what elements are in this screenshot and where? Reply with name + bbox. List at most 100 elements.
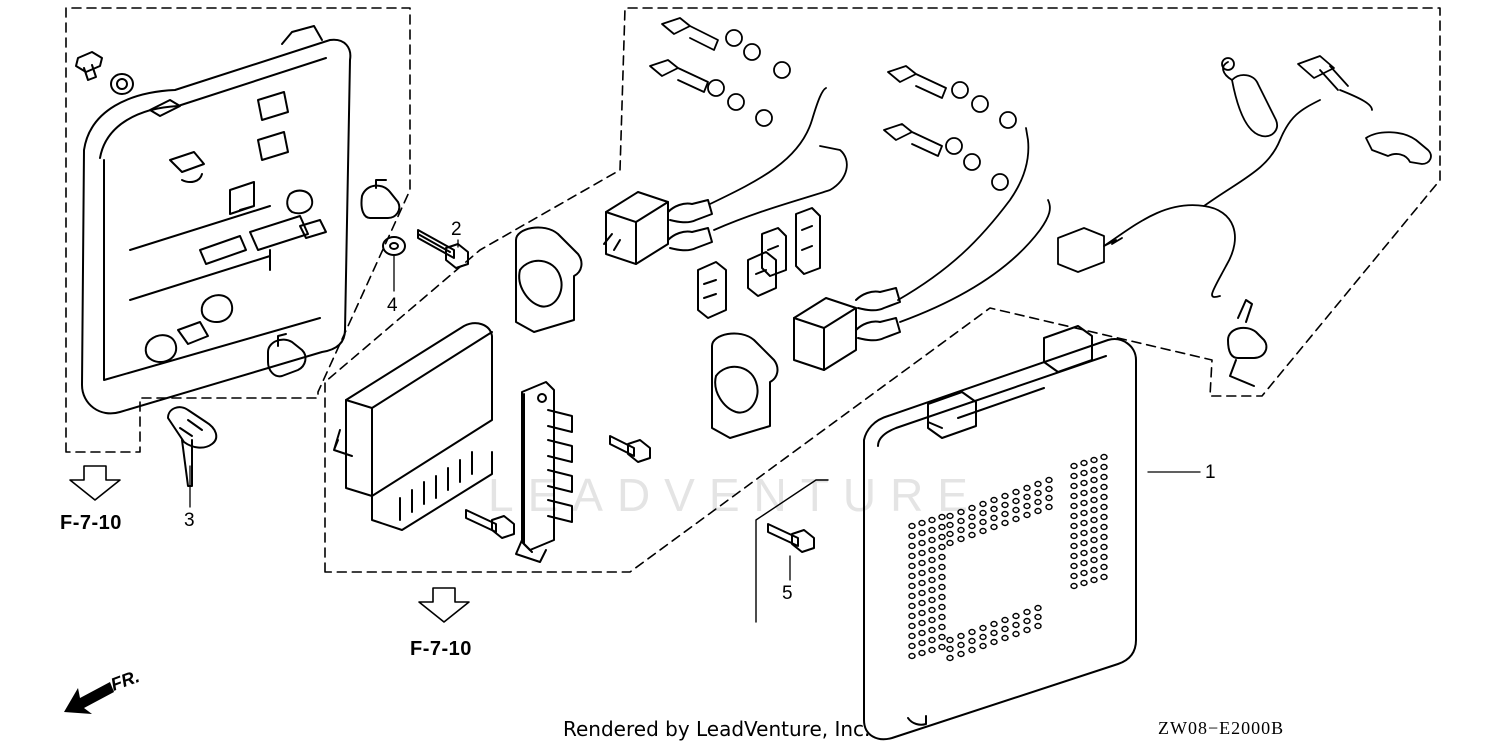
- vent-hole: [908, 622, 916, 630]
- vent-hole: [918, 589, 926, 597]
- vent-hole: [1080, 479, 1088, 487]
- vent-hole: [1070, 462, 1078, 470]
- vent-hole: [928, 626, 936, 634]
- vent-hole: [1100, 453, 1108, 461]
- vent-hole: [1023, 502, 1031, 510]
- wire-harness-right: [1057, 55, 1432, 298]
- vent-hole: [908, 602, 916, 610]
- vent-hole: [1080, 469, 1088, 477]
- vent-hole: [1070, 562, 1078, 570]
- vent-hole: [928, 556, 936, 564]
- clamp-and-washer-part-4: [360, 179, 406, 292]
- vent-hole: [990, 638, 998, 646]
- vent-hole: [918, 649, 926, 657]
- vent-hole: [1090, 526, 1098, 534]
- callout-part-3: 3: [184, 510, 195, 531]
- vent-hole: [1001, 510, 1009, 518]
- bolt-center: [465, 509, 515, 539]
- vent-hole: [1023, 493, 1031, 501]
- vent-hole: [1045, 485, 1053, 493]
- vent-hole: [990, 514, 998, 522]
- vent-hole: [1034, 489, 1042, 497]
- vent-hole: [1012, 515, 1020, 523]
- vent-hole: [979, 500, 987, 508]
- vent-hole: [1100, 543, 1108, 551]
- front-direction-arrow: [64, 682, 114, 714]
- vent-hole: [1080, 549, 1088, 557]
- watermark-text: LEADVENTURE: [488, 469, 982, 521]
- rubber-holder-lower: [711, 332, 779, 439]
- vent-hole: [928, 526, 936, 534]
- vent-hole: [1023, 617, 1031, 625]
- vent-hole: [946, 539, 954, 547]
- vent-hole: [928, 576, 936, 584]
- vent-hole: [938, 543, 946, 551]
- vent-hole: [938, 623, 946, 631]
- vent-hole: [979, 518, 987, 526]
- vent-hole: [938, 513, 946, 521]
- vent-hole: [1080, 499, 1088, 507]
- bolt-part-2: [417, 229, 469, 269]
- vent-hole: [908, 612, 916, 620]
- vent-hole: [928, 586, 936, 594]
- vent-hole: [918, 599, 926, 607]
- vent-hole: [946, 636, 954, 644]
- vent-hole: [990, 496, 998, 504]
- cover-panel-left: [81, 25, 352, 415]
- vent-hole: [908, 632, 916, 640]
- vent-hole: [918, 559, 926, 567]
- vent-hole: [979, 509, 987, 517]
- band-clip-part-3: [167, 406, 218, 508]
- vent-hole: [1001, 634, 1009, 642]
- vent-hole: [908, 532, 916, 540]
- vent-hole: [1034, 613, 1042, 621]
- vent-hole: [918, 639, 926, 647]
- vent-hole: [979, 642, 987, 650]
- vent-hole: [1100, 463, 1108, 471]
- vent-hole: [938, 533, 946, 541]
- vent-hole: [968, 646, 976, 654]
- vent-hole: [979, 527, 987, 535]
- vent-hole: [957, 641, 965, 649]
- vent-hole: [1070, 502, 1078, 510]
- callout-part-2: 2: [451, 219, 462, 240]
- vent-hole: [1100, 513, 1108, 521]
- vent-hole: [918, 539, 926, 547]
- vent-hole: [938, 583, 946, 591]
- spark-plug-leads-upper: [649, 17, 848, 231]
- vent-hole: [928, 606, 936, 614]
- vent-hole: [908, 592, 916, 600]
- vent-hole: [1080, 509, 1088, 517]
- vent-hole: [946, 512, 954, 520]
- vent-hole: [1100, 473, 1108, 481]
- vent-hole: [938, 643, 946, 651]
- vent-hole: [1012, 497, 1020, 505]
- vent-hole: [946, 645, 954, 653]
- bolt-top-left: [75, 51, 134, 95]
- vent-hole: [918, 609, 926, 617]
- vent-hole: [1090, 456, 1098, 464]
- vent-hole: [1034, 604, 1042, 612]
- vent-hole: [968, 637, 976, 645]
- vent-hole: [1100, 563, 1108, 571]
- mounting-bracket: [515, 381, 573, 563]
- vent-hole: [1045, 494, 1053, 502]
- callout-part-5: 5: [782, 583, 793, 604]
- vent-hole: [1001, 519, 1009, 527]
- vent-hole: [1070, 552, 1078, 560]
- bolt-right: [609, 435, 651, 463]
- vent-hole: [918, 529, 926, 537]
- vent-hole: [1070, 532, 1078, 540]
- vent-hole: [1080, 489, 1088, 497]
- vent-hole: [928, 616, 936, 624]
- vent-hole: [1070, 582, 1078, 590]
- vent-hole: [1080, 539, 1088, 547]
- vent-hole: [1012, 630, 1020, 638]
- vent-hole: [938, 603, 946, 611]
- callout-part-1: 1: [1205, 462, 1216, 483]
- vent-hole: [1070, 492, 1078, 500]
- harness-clamp: [1227, 299, 1268, 387]
- vent-hole: [946, 521, 954, 529]
- vent-hole: [928, 566, 936, 574]
- vent-hole: [1012, 506, 1020, 514]
